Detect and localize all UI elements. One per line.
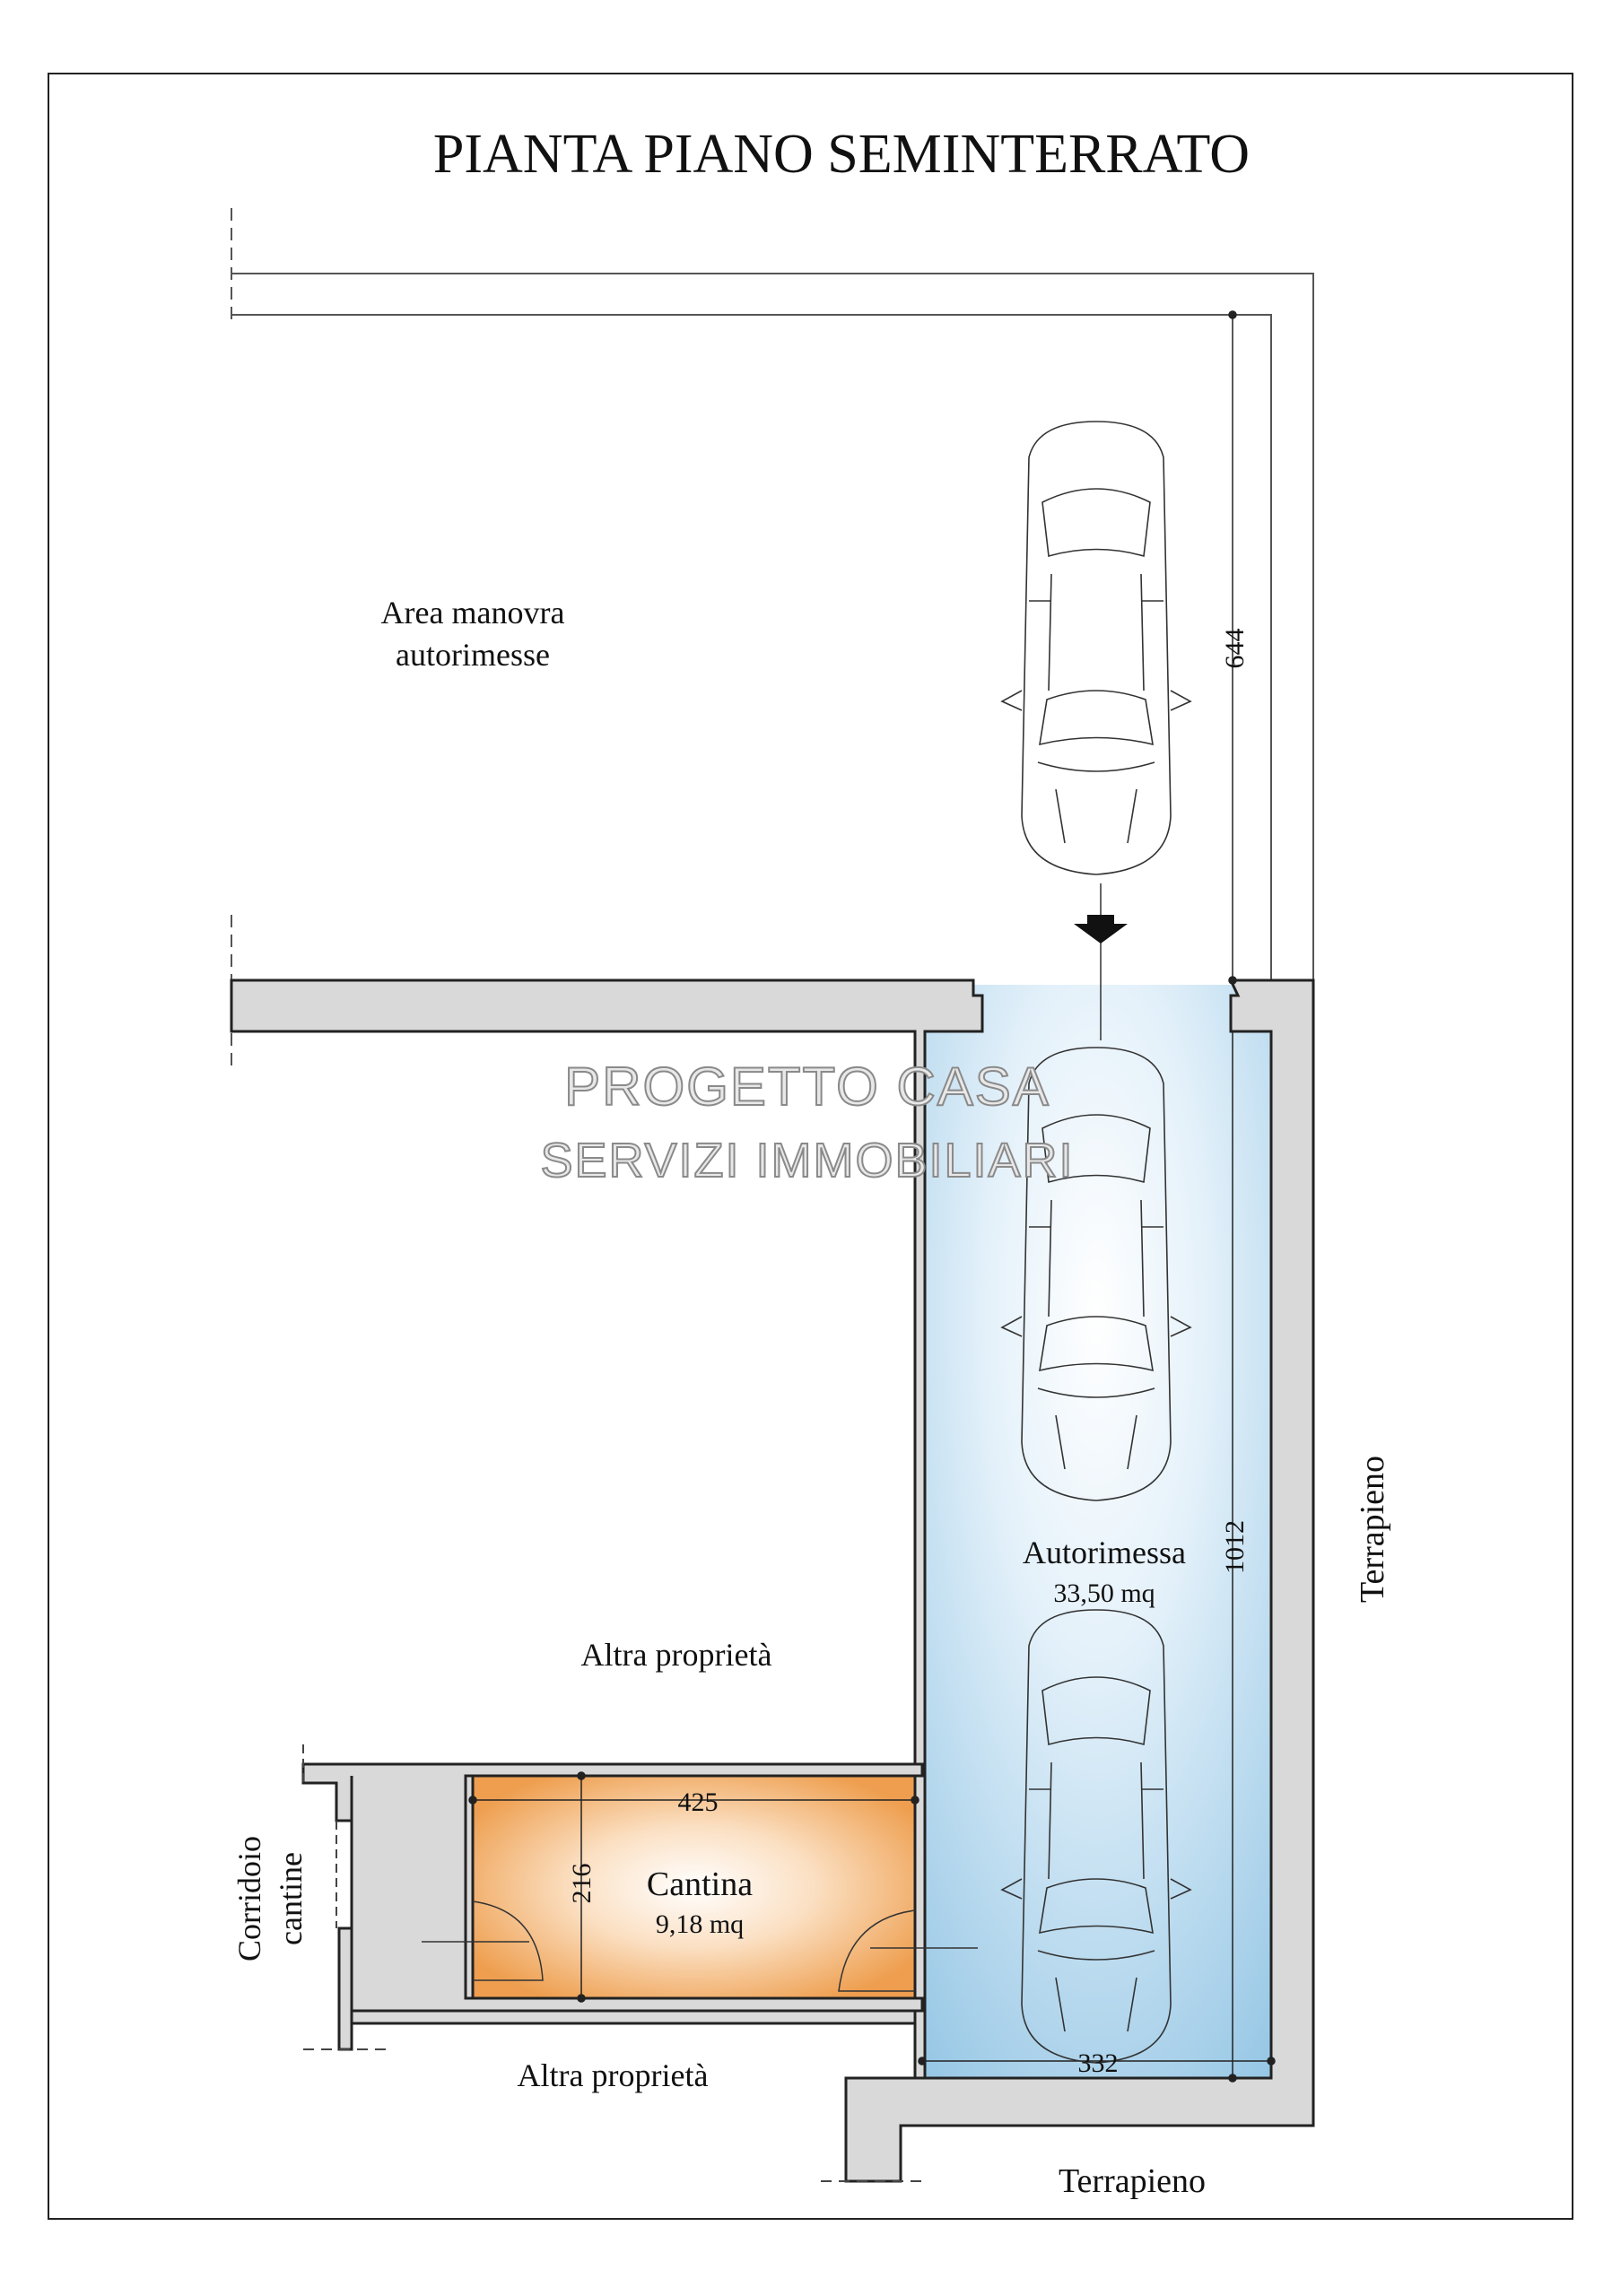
maneuver-area-lines: [231, 208, 1314, 1067]
car-icon-maneuver: [1001, 421, 1191, 875]
door-swings: [422, 1900, 978, 1992]
dimension-425: 425: [678, 1787, 719, 1817]
dimension-644: 644: [1220, 629, 1250, 669]
dimension-332: 332: [1078, 2048, 1119, 2078]
garage-floor: [922, 985, 1271, 2078]
watermark-line2: SERVIZI IMMOBILIARI: [540, 1134, 1074, 1187]
sheet-border: [48, 73, 1573, 2220]
entry-arrow-icon: [1074, 883, 1128, 1040]
label-terrapieno-right: Terrapieno: [1354, 1456, 1391, 1603]
label-cantina-area: 9,18 mq: [656, 1909, 744, 1939]
cantina-floor: [473, 1776, 915, 1998]
watermark-line1: PROGETTO CASA: [564, 1057, 1050, 1117]
label-autorimessa-area: 33,50 mq: [1053, 1578, 1155, 1608]
label-area-manovra: Area manovra: [381, 595, 565, 631]
page-title: PIANTA PIANO SEMINTERRATO: [433, 124, 1250, 185]
label-altra-proprieta-1: Altra proprietà: [581, 1637, 772, 1673]
label-corridoio: Corridoio: [231, 1836, 267, 1961]
dimension-lines: [468, 310, 1276, 2083]
label-altra-proprieta-2: Altra proprietà: [518, 2057, 709, 2093]
label-autorimessa: Autorimessa: [1023, 1535, 1186, 1570]
wall-lines: [302, 1744, 928, 2182]
label-cantine: cantine: [273, 1852, 309, 1945]
label-autorimesse: autorimesse: [396, 637, 550, 673]
dimension-1012: 1012: [1220, 1520, 1250, 1574]
label-cantina: Cantina: [647, 1866, 753, 1903]
label-terrapieno-bottom: Terrapieno: [1059, 2162, 1206, 2200]
dimension-216: 216: [567, 1864, 597, 1904]
